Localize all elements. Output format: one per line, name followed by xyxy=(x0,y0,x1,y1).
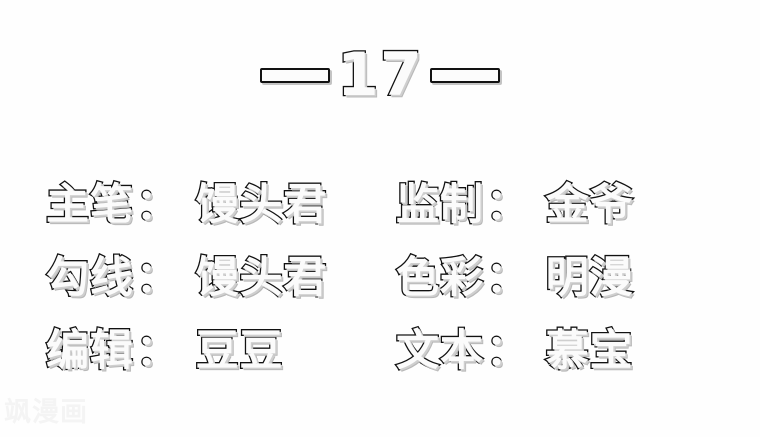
credit-name-value: 豆豆 xyxy=(194,325,284,376)
credit-entry-color: 色彩 ： 明漫 xyxy=(395,252,722,303)
credit-role-label: 勾线 xyxy=(45,252,134,303)
credit-name-value: 馒头君 xyxy=(194,252,328,303)
credit-name-value: 馒头君 xyxy=(194,179,328,230)
credit-entry-editor: 编辑 ： 豆豆 xyxy=(45,325,396,376)
credit-role-label: 文本 xyxy=(395,325,484,376)
title-dash-right xyxy=(429,67,500,83)
credit-separator: ： xyxy=(484,179,530,230)
credits-grid: 主笔 ： 馒头君 监制 ： 金爷 勾线 ： 馒头君 色彩 ： 明漫 编辑 ： 豆… xyxy=(45,168,722,387)
credit-role-label: 色彩 xyxy=(395,252,484,303)
credit-separator: ： xyxy=(134,179,180,230)
credit-entry-producer: 监制 ： 金爷 xyxy=(395,179,722,230)
credit-entry-script: 文本 ： 慕宝 xyxy=(395,325,722,376)
credit-entry-line-art: 勾线 ： 馒头君 xyxy=(45,252,396,303)
chapter-title: 17 xyxy=(0,42,760,108)
credit-separator: ： xyxy=(134,325,180,376)
credit-role-label: 监制 xyxy=(395,179,484,230)
credit-separator: ： xyxy=(484,325,530,376)
credit-role-label: 编辑 xyxy=(45,325,134,376)
credit-entry-lead-artist: 主笔 ： 馒头君 xyxy=(45,179,396,230)
credit-role-label: 主笔 xyxy=(45,179,134,230)
credit-name-value: 慕宝 xyxy=(544,325,634,376)
credit-separator: ： xyxy=(134,252,180,303)
credit-name-value: 明漫 xyxy=(544,252,634,303)
title-dash-left xyxy=(260,67,331,83)
site-watermark: 飒漫画 xyxy=(4,397,88,428)
chapter-number: 17 xyxy=(336,40,423,110)
credit-separator: ： xyxy=(484,252,530,303)
credit-name-value: 金爷 xyxy=(544,179,634,230)
